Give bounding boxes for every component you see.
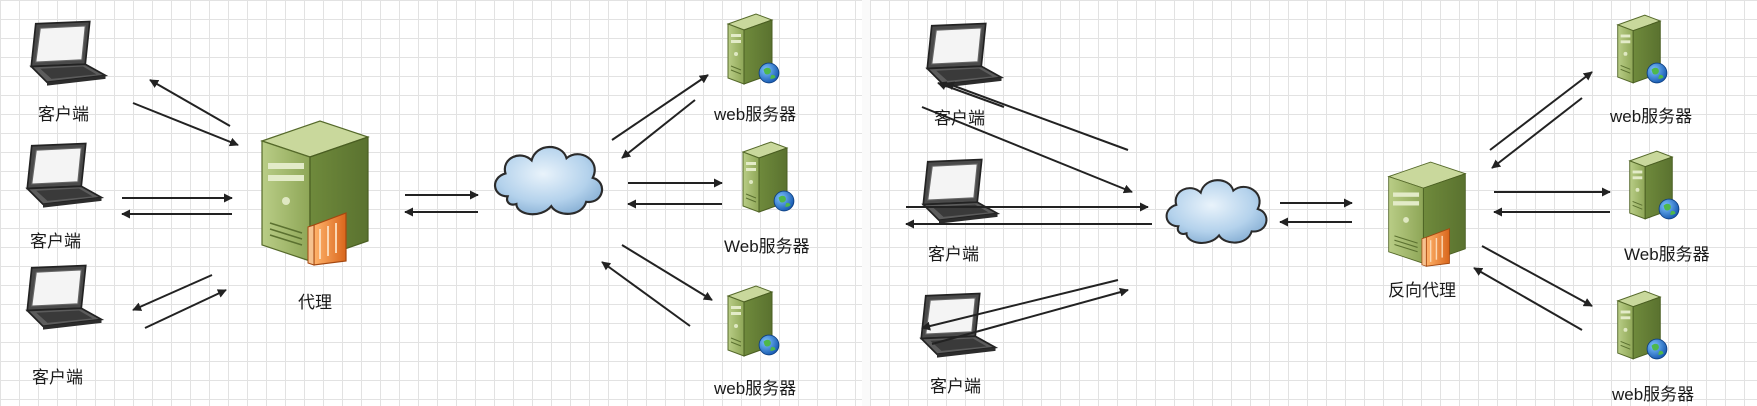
arrow xyxy=(1481,245,1593,307)
arrow xyxy=(945,81,1129,151)
web-server-label: Web服务器 xyxy=(1624,245,1710,264)
client-label: 客户端 xyxy=(934,109,985,129)
globe-icon xyxy=(1658,198,1680,220)
laptop-icon xyxy=(26,264,103,331)
arrow xyxy=(132,102,239,147)
client-label: 客户端 xyxy=(30,232,81,252)
proxy-server-icon xyxy=(1387,161,1467,268)
arrow xyxy=(144,289,227,329)
web-server-label: web服务器 xyxy=(1610,107,1693,126)
cloud-server-arrows xyxy=(601,74,723,327)
arrow xyxy=(621,244,713,301)
proxy-label: 反向代理 xyxy=(1388,281,1456,301)
globe-icon xyxy=(1646,62,1668,84)
proxy-label: 代理 xyxy=(298,293,332,313)
client-label: 客户端 xyxy=(930,377,981,397)
laptop-icon xyxy=(926,22,1003,89)
web-server-label: web服务器 xyxy=(1612,385,1695,404)
proxy-server-icon xyxy=(260,119,370,267)
cloud-proxy-arrows xyxy=(1279,198,1353,227)
forward-proxy-canvas xyxy=(26,13,795,357)
web-server-label: web服务器 xyxy=(714,105,797,124)
client-label: 客户端 xyxy=(32,368,83,388)
globe-icon xyxy=(758,62,780,84)
arrow xyxy=(611,74,709,141)
proxy-cloud-arrows xyxy=(404,190,479,217)
reverse-proxy-diagram: 客户端 客户端 客户端 反向代理 web服务器 Web服务器 web服务器 xyxy=(870,0,1757,406)
proxy-server-arrows xyxy=(1473,71,1611,331)
globe-icon xyxy=(1646,338,1668,360)
globe-icon xyxy=(773,190,795,212)
reverse-proxy-canvas xyxy=(905,14,1680,360)
client-cloud-arrows xyxy=(905,81,1152,345)
arrow xyxy=(921,279,1119,331)
laptop-icon xyxy=(26,142,103,209)
globe-icon xyxy=(758,334,780,356)
arrow xyxy=(921,106,1133,194)
client-proxy-arrows xyxy=(121,79,239,329)
arrow xyxy=(601,261,691,327)
client-label: 客户端 xyxy=(928,245,979,265)
cloud-icon xyxy=(1165,179,1268,245)
arrow xyxy=(1473,267,1583,331)
laptop-icon xyxy=(30,20,107,87)
forward-proxy-diagram: 客户端 客户端 客户端 代理 web服务器 Web服务器 web服务器 xyxy=(0,0,862,406)
cloud-icon xyxy=(493,145,604,216)
panel-divider xyxy=(862,0,870,406)
laptop-icon xyxy=(922,158,999,225)
arrow xyxy=(149,79,231,127)
web-server-label: Web服务器 xyxy=(724,237,810,256)
web-server-label: web服务器 xyxy=(714,379,797,398)
arrow xyxy=(132,274,213,311)
arrow xyxy=(1489,71,1593,151)
arrow xyxy=(1491,97,1583,169)
client-label: 客户端 xyxy=(38,105,89,125)
arrow xyxy=(621,99,696,159)
arrow xyxy=(931,287,1129,345)
